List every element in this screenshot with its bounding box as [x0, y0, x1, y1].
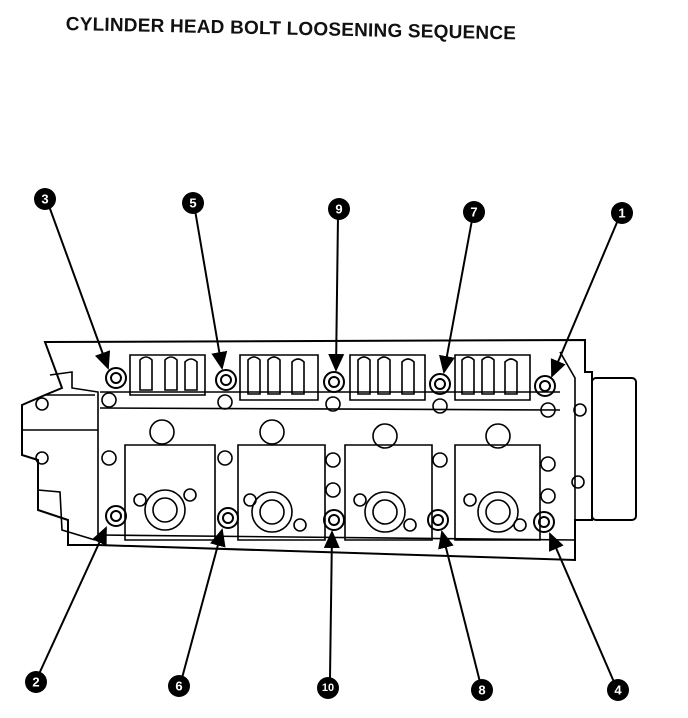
bolt-5	[215, 369, 237, 391]
bolt-7	[429, 373, 451, 395]
callout-1: 1	[611, 202, 633, 224]
lower-cam-blocks	[124, 419, 541, 541]
svg-text:5: 5	[189, 196, 196, 211]
leader-lines	[38, 205, 619, 683]
callout-10: 10	[317, 677, 339, 699]
callout-3: 3	[34, 188, 56, 210]
svg-text:8: 8	[478, 683, 485, 698]
callout-7: 7	[463, 201, 485, 223]
callout-9: 9	[328, 198, 350, 220]
callout-5: 5	[182, 192, 204, 214]
bolt-1	[534, 375, 556, 397]
svg-text:3: 3	[41, 192, 48, 207]
svg-text:4: 4	[614, 683, 622, 698]
svg-text:9: 9	[335, 202, 342, 217]
callout-4: 4	[607, 679, 629, 701]
upper-rocker-blocks	[129, 354, 531, 401]
svg-text:1: 1	[618, 206, 625, 221]
bolt-8	[427, 509, 449, 531]
svg-text:6: 6	[175, 679, 182, 694]
bolt-10	[323, 509, 345, 531]
small-bolts	[35, 392, 587, 504]
camshaft-end-plate	[591, 377, 637, 521]
bolt-2	[105, 505, 127, 527]
svg-text:10: 10	[322, 682, 334, 694]
callout-6: 6	[168, 675, 190, 697]
callout-8: 8	[471, 679, 493, 701]
bolt-9	[323, 371, 345, 393]
bolt-6	[217, 507, 239, 529]
bolt-3	[105, 367, 127, 389]
callout-2: 2	[25, 671, 47, 693]
head-bolts	[105, 367, 556, 533]
bolt-4	[533, 511, 555, 533]
svg-text:2: 2	[32, 675, 39, 690]
svg-text:7: 7	[470, 205, 477, 220]
